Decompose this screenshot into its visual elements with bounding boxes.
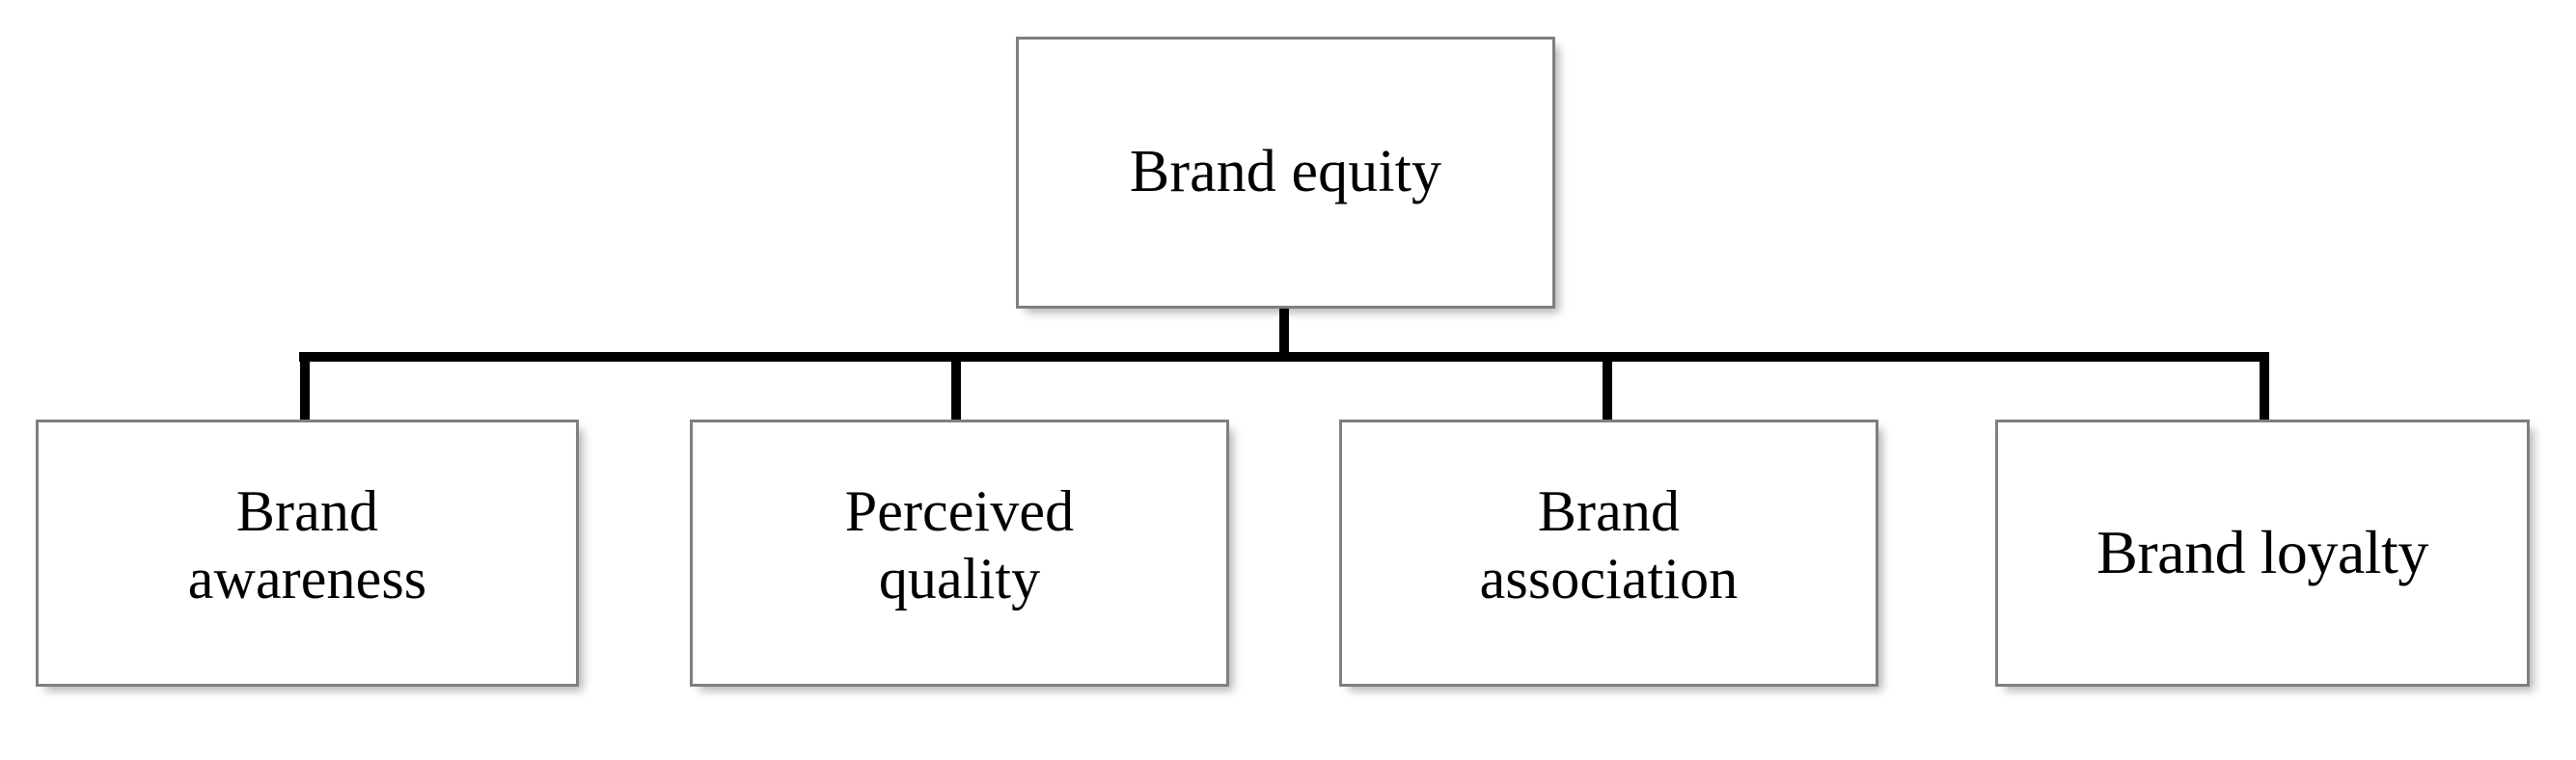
node-brand-loyalty: Brand loyalty	[1995, 420, 2530, 687]
node-perceived-quality: Perceived quality	[690, 420, 1229, 687]
connector-drop-brand-awareness	[300, 352, 310, 423]
node-label-brand-awareness: Brand awareness	[187, 478, 427, 611]
node-label-brand-association: Brand association	[1479, 478, 1739, 611]
connector-drop-brand-loyalty	[2260, 352, 2269, 423]
node-brand-awareness: Brand awareness	[36, 420, 579, 687]
connector-root-stem	[1279, 307, 1289, 361]
node-label-brand-loyalty: Brand loyalty	[2096, 518, 2428, 587]
connector-drop-perceived-quality	[951, 352, 961, 423]
node-brand-association: Brand association	[1339, 420, 1878, 687]
connector-drop-brand-association	[1603, 352, 1612, 423]
node-label-brand-equity: Brand equity	[1129, 139, 1442, 205]
node-label-perceived-quality: Perceived quality	[844, 478, 1075, 611]
connector-horizontal-bus	[299, 352, 2269, 362]
node-brand-equity: Brand equity	[1016, 37, 1555, 309]
